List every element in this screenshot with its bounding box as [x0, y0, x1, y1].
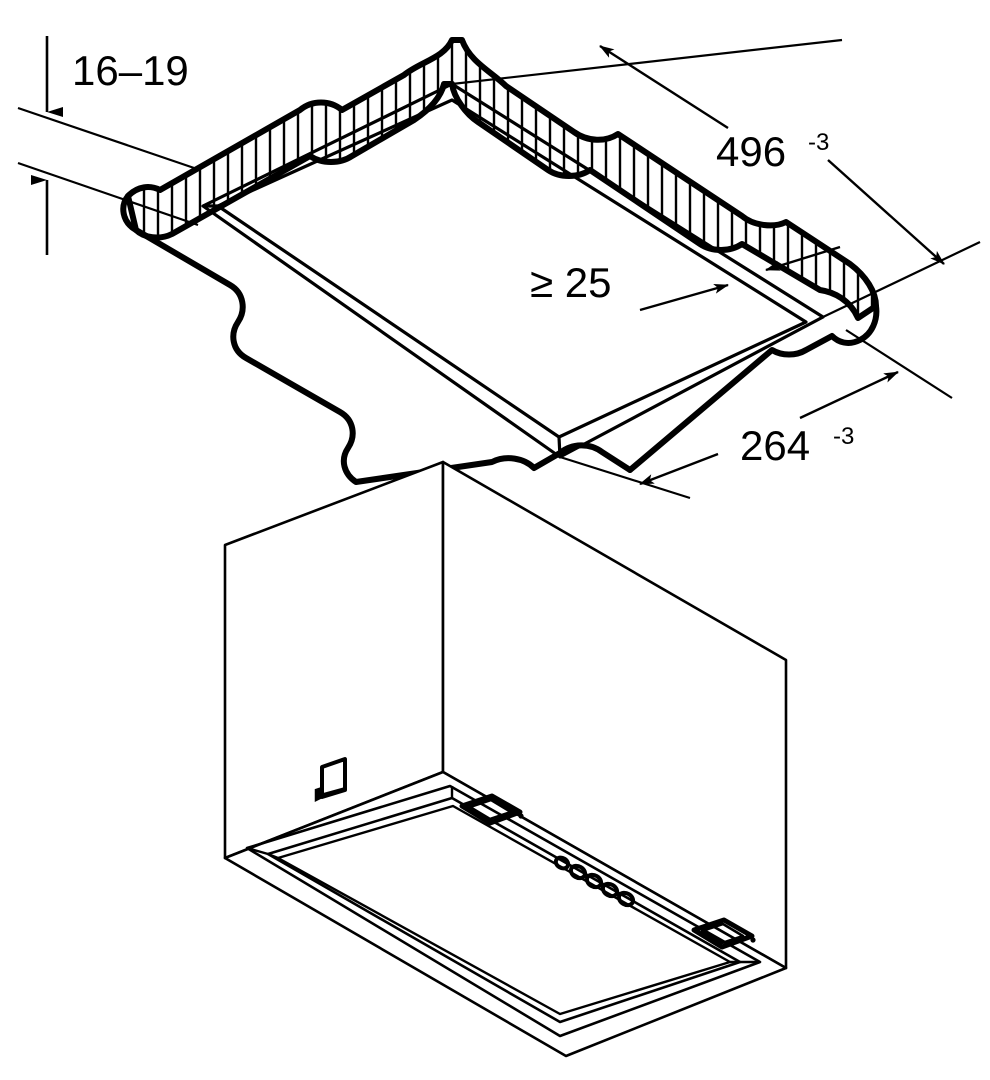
width-arrow-start: [599, 44, 729, 130]
lamp-screw-2: [750, 937, 756, 943]
hood-lamp-lower: [691, 917, 756, 950]
lamp-inner-glass-1: [468, 798, 513, 821]
control-button-4[interactable]: [600, 881, 620, 899]
dimension-label-cutout-depth-tolerance: -3: [833, 423, 854, 450]
depth-extension-right: [845, 329, 953, 399]
wall-mounting-bracket: [314, 757, 347, 803]
thickness-extension-upper: [17, 106, 201, 172]
thickness-extension-lower: [17, 161, 199, 227]
cabinet-hood-view: [223, 460, 788, 1058]
lamp-inner-glass-2: [700, 922, 745, 945]
depth-arrow-end: [639, 452, 719, 486]
dimension-label-cutout-width: 496: [716, 128, 786, 175]
dimension-cutout-depth: [559, 329, 953, 500]
clearance-arrow: [639, 283, 729, 312]
lamp-outer-frame-2: [691, 917, 755, 950]
depth-arrow-start: [799, 370, 899, 420]
lamp-screw-1: [518, 813, 524, 819]
lamp-outer-frame-1: [459, 793, 523, 826]
dimension-cutout-width: [451, 38, 981, 318]
dimension-thickness: [17, 36, 201, 255]
width-extension-left: [451, 38, 843, 86]
width-extension-right: [822, 241, 981, 318]
width-arrow-end: [827, 159, 945, 265]
dimension-label-thickness: 16–19: [72, 47, 189, 94]
hood-frame-corner-step: [246, 846, 279, 860]
clearance-arrow-2: [765, 245, 841, 272]
control-button-3[interactable]: [584, 872, 604, 890]
control-button-5[interactable]: [616, 890, 636, 908]
cutout-opening-front-lip: [203, 204, 562, 458]
panel-right-broken-edge: [627, 303, 880, 473]
control-button-2[interactable]: [568, 863, 588, 881]
bracket-lip: [315, 787, 346, 799]
dimension-edge-clearance: [639, 245, 841, 312]
hood-lamp-upper: [459, 793, 524, 826]
control-button-1[interactable]: [553, 855, 571, 871]
panel-edge-hatching: [128, 40, 876, 318]
hood-control-panel[interactable]: [553, 855, 636, 908]
dimension-label-edge-clearance: ≥ 25: [530, 259, 611, 306]
dimension-label-cutout-width-tolerance: -3: [808, 129, 829, 156]
depth-extension-left: [559, 455, 691, 500]
hood-bottom-plate: [223, 770, 788, 1058]
worktop-cutout-view: [120, 37, 880, 485]
dimension-label-cutout-depth: 264: [740, 422, 810, 469]
panel-front-broken-edge: [120, 193, 633, 485]
